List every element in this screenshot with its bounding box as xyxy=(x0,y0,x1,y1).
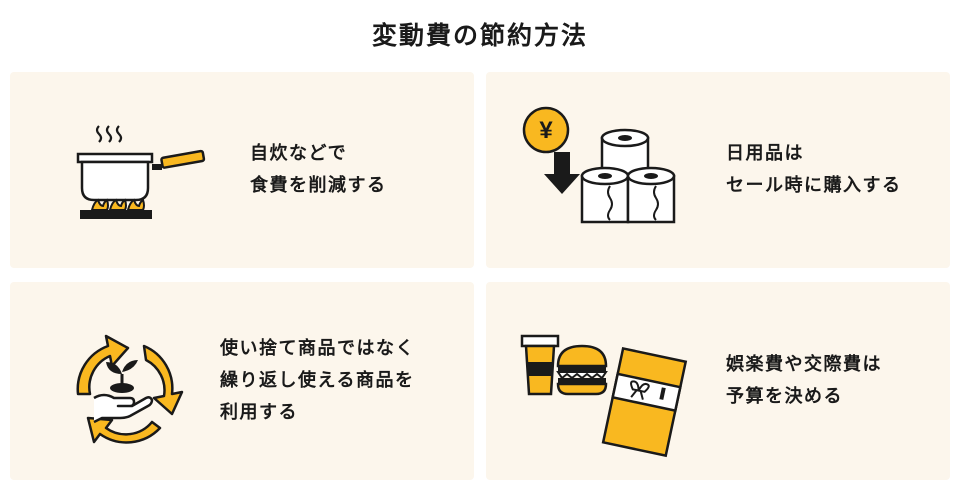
card-line: 日用品は xyxy=(726,143,804,164)
yen-toilet-paper-icon: ¥ xyxy=(522,106,676,224)
card-text: 日用品は セール時に購入する xyxy=(726,138,902,202)
card-line: 娯楽費や交際費は xyxy=(726,354,882,375)
card-line: 予算を決める xyxy=(726,386,843,407)
card-entertainment: 娯楽費や交際費は 予算を決める xyxy=(486,282,950,480)
card-daily-goods: ¥ 日用品は セール時に購入する xyxy=(486,72,950,268)
card-reusable: 使い捨て商品ではなく 繰り返し使える商品を 利用する xyxy=(10,282,474,480)
cooking-pot-icon xyxy=(76,125,206,219)
yen-symbol: ¥ xyxy=(539,117,553,144)
card-line: セール時に購入する xyxy=(726,175,902,196)
card-text: 使い捨て商品ではなく 繰り返し使える商品を 利用する xyxy=(220,333,415,429)
page-title: 変動費の節約方法 xyxy=(371,21,588,50)
card-line: 使い捨て商品ではなく xyxy=(220,338,415,359)
card-text: 娯楽費や交際費は 予算を決める xyxy=(726,349,882,413)
recycle-sprout-icon xyxy=(76,334,184,444)
card-line: 自炊などで xyxy=(250,143,348,164)
card-line: 食費を削減する xyxy=(250,175,387,196)
food-gift-icon xyxy=(520,334,688,458)
card-line: 利用する xyxy=(220,402,298,423)
card-line: 繰り返し使える商品を xyxy=(220,370,415,391)
card-cooking: 自炊などで 食費を削減する xyxy=(10,72,474,268)
card-text: 自炊などで 食費を削減する xyxy=(250,138,387,202)
